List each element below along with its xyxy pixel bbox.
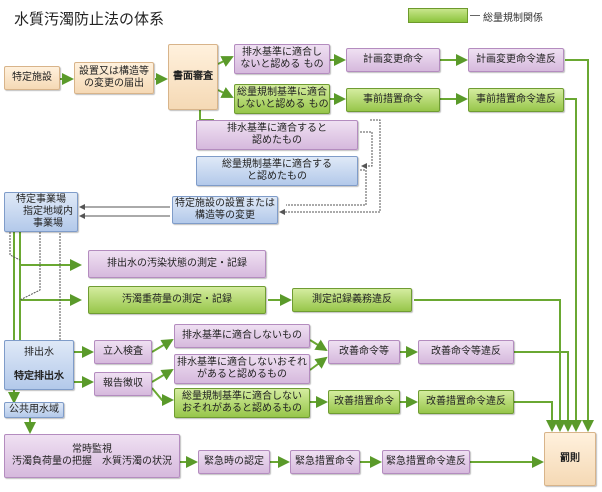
box-haisui-osore: 排水基準に適合しないおそれ があると認めるもの: [174, 354, 310, 384]
shitei-jigyoujo-label: 指定地域内 事業場: [23, 206, 73, 229]
arrow: [309, 339, 328, 352]
box-souryou-osore: 総量規制基準に適合しない おそれがあると認めるもの: [174, 388, 310, 418]
box-houkoku: 報告徴収: [94, 372, 152, 396]
box-shomen-shinsa: 書面審査: [168, 44, 218, 110]
box-haishutsusui: 排出水 特定排出水: [4, 340, 74, 390]
box-souryou-tekigo: 総量規制基準に適合する と認めたもの: [196, 156, 358, 186]
arrow: [286, 169, 367, 206]
box-sokutei-kiroku-ihan: 測定記録義務違反: [292, 288, 412, 312]
box-keikaku-henko: 計画変更命令: [346, 48, 440, 72]
box-kinkyu-sochi: 緊急措置命令: [290, 450, 360, 474]
box-kaizen-sochi: 改善措置命令: [328, 390, 400, 414]
arrow: [565, 98, 582, 432]
arrow: [279, 119, 381, 215]
box-kaizen-ihan: 改善命令等違反: [418, 340, 514, 364]
box-osen-sokutei: 排出水の汚染状態の測定・記録: [88, 250, 266, 278]
arrow: [217, 56, 234, 67]
box-osen-fuka-sokutei: 汚濁重荷量の測定・記録: [88, 286, 266, 314]
tokutei-haishutsusui-label: 特定排出水: [14, 371, 64, 382]
box-kinkyuji: 緊急時の認定: [198, 450, 270, 474]
box-joji-kanshi: 常時監視 汚濁負荷量の把握 水質汚濁の状況: [4, 434, 180, 478]
legend-leader-line: [470, 15, 480, 16]
arrow: [151, 338, 174, 353]
page-title: 水質汚濁防止法の体系: [14, 10, 165, 28]
arrow: [309, 356, 328, 371]
arrow: [360, 131, 373, 169]
arrow: [151, 387, 174, 406]
box-haisui-tekigo-nai: 排水基準に適合し ないと認める もの: [234, 44, 330, 74]
tokutei-jigyoujo-label: 特定事業場: [16, 194, 66, 205]
box-kinkyu-ihan: 緊急措置命令違反: [382, 450, 470, 474]
box-haisui-tekigo: 排水基準に適合すると 認めたもの: [196, 120, 358, 150]
box-tokutei-shisetsu: 特定施設: [4, 66, 60, 90]
box-koukyou-suiiki: 公共用水域: [4, 402, 64, 418]
arrow: [151, 368, 174, 383]
box-secchi-henko: 特定施設の設置または 構造等の変更: [172, 196, 278, 224]
box-jizen-sochi: 事前措置命令: [346, 88, 440, 112]
box-tachiiri: 立入検査: [94, 340, 152, 364]
legend-label: 総量規制関係: [483, 13, 543, 24]
box-secchi-todoke: 設置又は構造等 の変更の届出: [74, 62, 154, 94]
box-haisui-fu: 排水基準に適合しないもの: [174, 324, 310, 348]
arrow: [217, 87, 234, 98]
box-kaizen-sochi-ihan: 改善措置命令違反: [418, 390, 514, 414]
arrow: [514, 351, 574, 432]
arrow: [514, 401, 558, 432]
legend-swatch: [408, 8, 468, 23]
box-keikaku-ihan: 計画変更命令違反: [468, 48, 564, 72]
arrow: [19, 232, 41, 301]
arrow: [565, 59, 594, 432]
haishutsusui-label: 排出水: [24, 347, 54, 358]
box-tokutei-jigyoujo: 特定事業場 指定地域内 事業場: [4, 192, 78, 232]
arrow: [9, 232, 21, 261]
box-kaizen-meirei: 改善命令等: [328, 340, 400, 364]
box-jizen-ihan: 事前措置命令違反: [468, 88, 564, 112]
box-bassoku: 罰則: [544, 432, 596, 486]
arrow: [414, 299, 566, 432]
arrow: [199, 110, 214, 121]
box-souryou-tekigo-nai: 総量規制基準に適合 しないと認める もの: [234, 84, 330, 114]
